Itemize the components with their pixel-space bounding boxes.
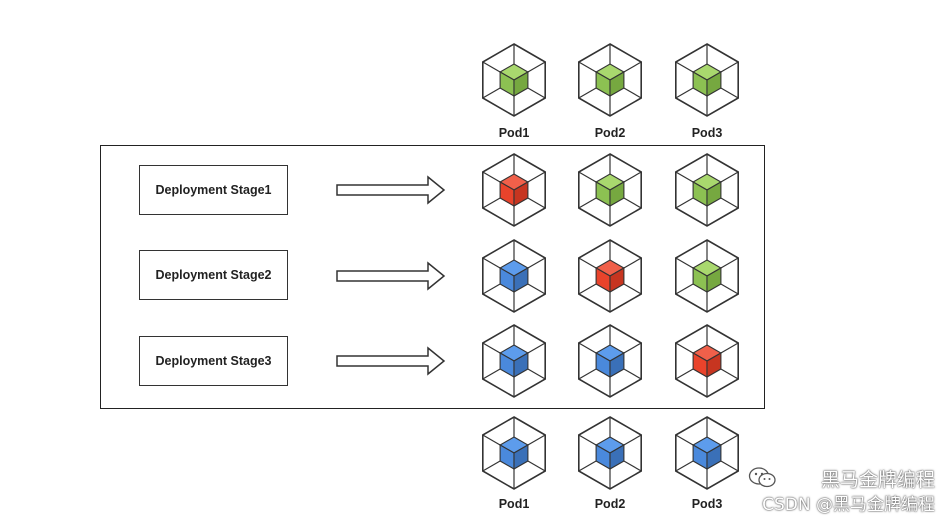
bottom-pod3-label: Pod3 (691, 497, 723, 511)
stage-1-pod-2 (577, 153, 643, 227)
wechat-icon (748, 467, 776, 488)
stage-2-arrow (336, 261, 446, 291)
bottom-pod-1 (481, 416, 547, 490)
stage-1-pod-1 (481, 153, 547, 227)
top-pod1-label: Pod1 (498, 126, 530, 140)
watermark-title: 黑马金牌编程 (820, 469, 935, 491)
deployment-stage-2-box: Deployment Stage2 (139, 250, 288, 300)
stage-2-pod-3 (674, 239, 740, 313)
stage-2-pod-1 (481, 239, 547, 313)
deployment-stage-3-box: Deployment Stage3 (139, 336, 288, 386)
bottom-pod-3 (674, 416, 740, 490)
bottom-pod2-label: Pod2 (594, 497, 626, 511)
top-pod-1 (481, 43, 547, 117)
stage-1-arrow (336, 175, 446, 205)
deployment-frame (100, 145, 765, 409)
stage-1-pod-3 (674, 153, 740, 227)
watermark-credit: CSDN @黑马金牌编程 (762, 495, 935, 515)
top-pod-3 (674, 43, 740, 117)
stage-2-pod-2 (577, 239, 643, 313)
top-pod-2 (577, 43, 643, 117)
bottom-pod1-label: Pod1 (498, 497, 530, 511)
top-pod3-label: Pod3 (691, 126, 723, 140)
stage-3-pod-1 (481, 324, 547, 398)
deployment-stage-1-box: Deployment Stage1 (139, 165, 288, 215)
stage-3-pod-3 (674, 324, 740, 398)
top-pod2-label: Pod2 (594, 126, 626, 140)
stage-3-pod-2 (577, 324, 643, 398)
stage-3-arrow (336, 346, 446, 376)
bottom-pod-2 (577, 416, 643, 490)
